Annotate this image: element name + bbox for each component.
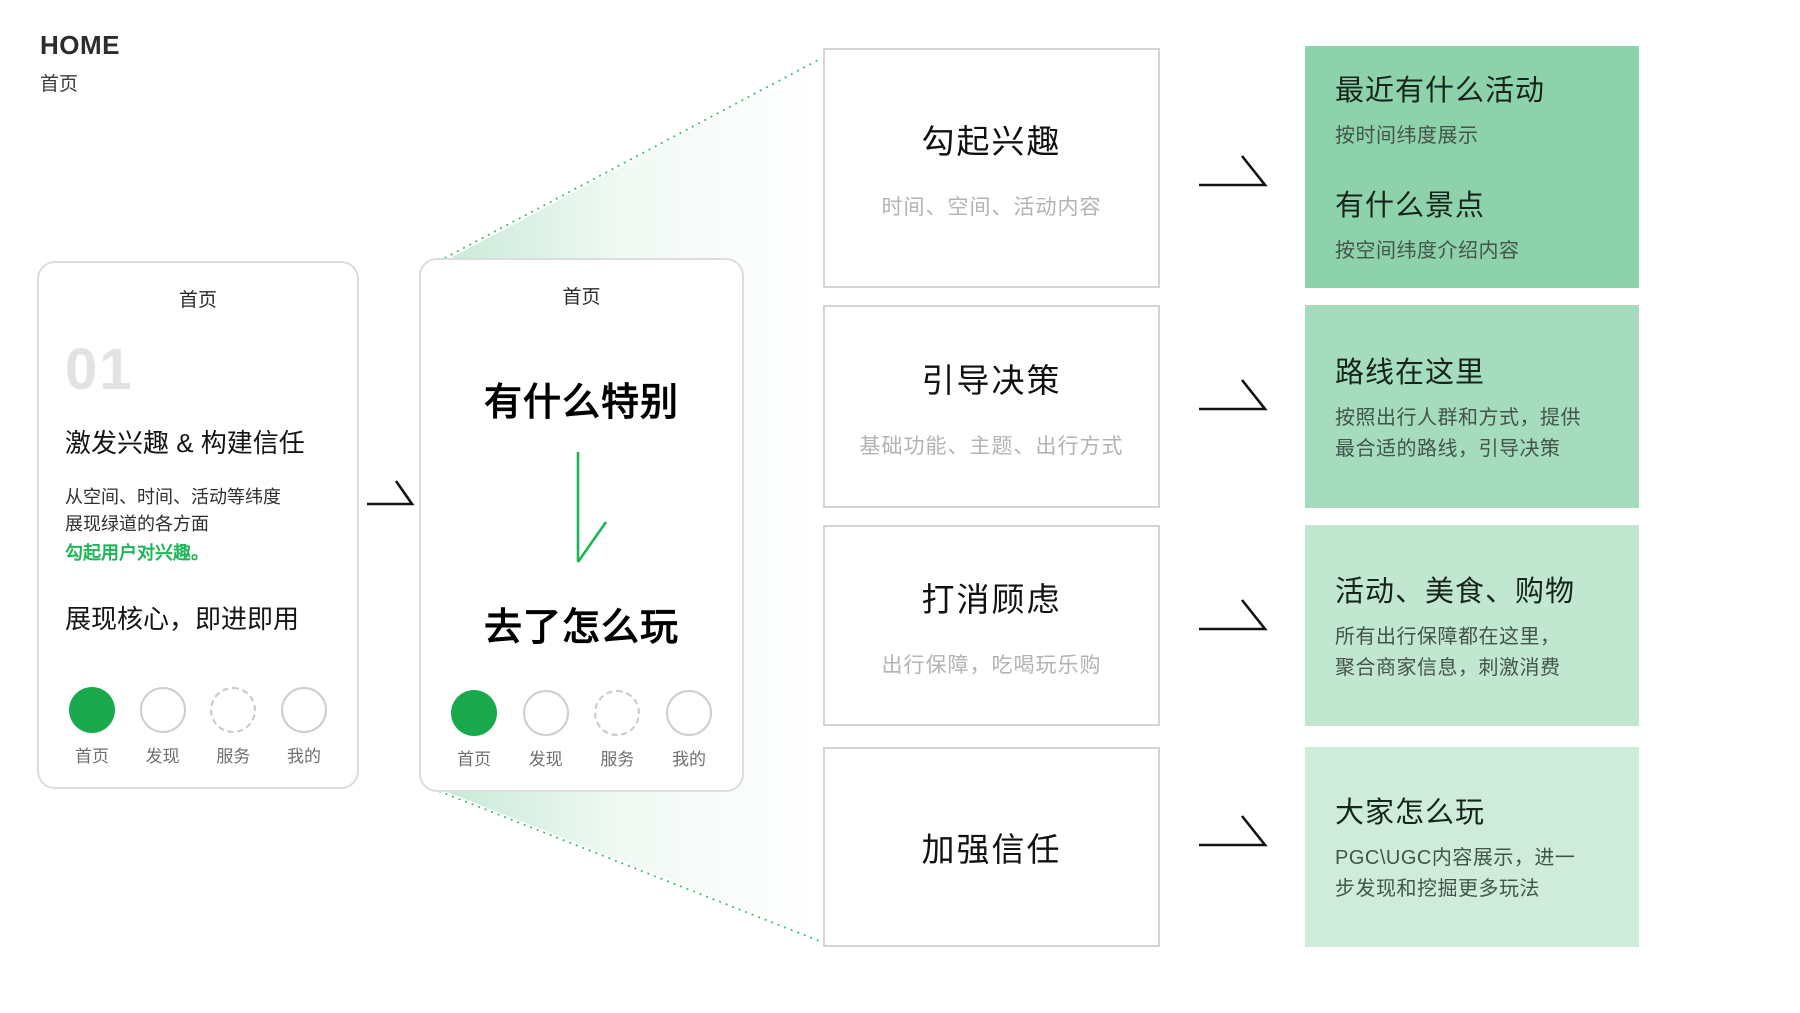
tab-mine-label: 我的 <box>671 750 706 769</box>
tab-discover-label: 发现 <box>528 750 563 769</box>
tab-mine: 我的 <box>660 690 718 770</box>
phone-mockup-step1: 首页 01 激发兴趣 & 构建信任 从空间、时间、活动等纬度 展现绿道的各方面 … <box>37 261 359 789</box>
tab-discover-label: 发现 <box>145 747 180 766</box>
phone2-screen-title: 首页 <box>562 287 601 308</box>
question-bottom: 去了怎么玩 <box>483 607 679 649</box>
tab-dot-home-icon <box>451 690 497 736</box>
phone1-screen-title: 首页 <box>178 290 217 311</box>
flow-box-title: 引导决策 <box>921 361 1062 399</box>
page-subtitle: 首页 <box>40 74 79 95</box>
tab-dot-mine-icon <box>280 687 327 733</box>
flow-box-trust: 加强信任 <box>823 747 1160 947</box>
flow-arrow-icon <box>1199 599 1268 631</box>
tab-dot-home-icon <box>69 687 115 733</box>
flow-box-title: 加强信任 <box>921 831 1062 868</box>
flow-box-title: 打消顾虑 <box>921 580 1062 618</box>
panel-item-desc: 按照出行人群和方式，提供 最合适的路线，引导决策 <box>1335 406 1581 460</box>
tab-home: 首页 <box>63 687 121 767</box>
step-goal-title: 激发兴趣 & 构建信任 <box>65 428 305 458</box>
flow-arrow-icon <box>1199 379 1268 411</box>
panel-item-desc: 所有出行保障都在这里， 聚合商家信息，刺激消费 <box>1335 625 1561 679</box>
fan-dotted-line-top <box>425 57 823 269</box>
phone-to-phone-arrow-icon <box>367 480 415 506</box>
panel-item-title: 大家怎么玩 <box>1335 797 1486 829</box>
phone-mockup-questions: 首页 有什么特别 去了怎么玩 首页 发现 服务 我的 <box>419 258 744 792</box>
panel-item-title: 路线在这里 <box>1335 356 1486 389</box>
tab-dot-discover-icon <box>139 687 186 733</box>
tab-discover: 发现 <box>517 690 575 770</box>
flow-box-subtitle: 基础功能、主题、出行方式 <box>859 434 1124 458</box>
flow-arrow-icon <box>1199 815 1268 847</box>
panel-item-desc: PGC\UGC内容展示，进一 步发现和挖掘更多玩法 <box>1335 847 1576 900</box>
tab-services-label: 服务 <box>216 747 251 766</box>
result-panel-routes: 路线在这里 按照出行人群和方式，提供 最合适的路线，引导决策 <box>1305 305 1639 508</box>
phone1-tabbar: 首页 发现 服务 我的 <box>63 687 333 767</box>
panel-item: 最近有什么活动 按时间纬度展示 <box>1335 67 1615 152</box>
page-header: HOME 首页 <box>40 30 120 96</box>
tab-home-label: 首页 <box>457 750 491 769</box>
tab-services: 服务 <box>588 690 646 770</box>
panel-item: 路线在这里 按照出行人群和方式，提供 最合适的路线，引导决策 <box>1335 349 1615 465</box>
flow-box-title: 勾起兴趣 <box>921 123 1062 160</box>
tab-home-label: 首页 <box>75 747 109 766</box>
step-description: 从空间、时间、活动等纬度 展现绿道的各方面 <box>65 487 281 534</box>
flow-arrow-icon <box>1199 155 1268 187</box>
panel-item: 有什么景点 按空间纬度介绍内容 <box>1335 182 1615 267</box>
tab-services: 服务 <box>204 687 262 767</box>
flow-box-decision: 引导决策 基础功能、主题、出行方式 <box>823 305 1160 508</box>
tab-dot-services-icon <box>594 690 641 736</box>
tab-mine: 我的 <box>275 687 333 767</box>
flow-box-subtitle: 出行保障，吃喝玩乐购 <box>881 653 1102 677</box>
fan-dotted-line-bottom <box>425 785 823 943</box>
step-principle: 展现核心，即进即用 <box>65 604 300 634</box>
result-panel-activities: 最近有什么活动 按时间纬度展示 有什么景点 按空间纬度介绍内容 <box>1305 46 1639 288</box>
green-down-arrow-wrap <box>421 450 742 570</box>
page-title: HOME <box>40 30 120 60</box>
tab-services-label: 服务 <box>600 750 635 769</box>
result-panel-consumption: 活动、美食、购物 所有出行保障都在这里， 聚合商家信息，刺激消费 <box>1305 525 1639 726</box>
tab-dot-services-icon <box>210 687 257 733</box>
panel-item-title: 活动、美食、购物 <box>1335 575 1576 608</box>
step-number: 01 <box>65 337 134 402</box>
step-description-highlight: 勾起用户对兴趣。 <box>65 543 209 563</box>
result-panel-ugc: 大家怎么玩 PGC\UGC内容展示，进一 步发现和挖掘更多玩法 <box>1305 747 1639 947</box>
flow-box-interest: 勾起兴趣 时间、空间、活动内容 <box>823 48 1160 288</box>
panel-item-desc: 按空间纬度介绍内容 <box>1335 240 1520 262</box>
tab-discover: 发现 <box>134 687 192 767</box>
flow-box-subtitle: 时间、空间、活动内容 <box>881 196 1102 219</box>
panel-item-desc: 按时间纬度展示 <box>1335 125 1479 147</box>
phone2-tabbar: 首页 发现 服务 我的 <box>445 690 718 770</box>
panel-item-title: 有什么景点 <box>1335 190 1486 222</box>
panel-item: 活动、美食、购物 所有出行保障都在这里， 聚合商家信息，刺激消费 <box>1335 568 1615 684</box>
tab-dot-mine-icon <box>665 690 712 736</box>
green-down-arrow-icon <box>576 452 607 563</box>
tab-home: 首页 <box>445 690 503 770</box>
flow-box-concerns: 打消顾虑 出行保障，吃喝玩乐购 <box>823 525 1160 726</box>
tab-mine-label: 我的 <box>286 747 321 766</box>
question-top: 有什么特别 <box>483 382 679 424</box>
tab-dot-discover-icon <box>522 690 569 736</box>
panel-item-title: 最近有什么活动 <box>1335 75 1546 107</box>
panel-item: 大家怎么玩 PGC\UGC内容展示，进一 步发现和挖掘更多玩法 <box>1335 789 1615 905</box>
